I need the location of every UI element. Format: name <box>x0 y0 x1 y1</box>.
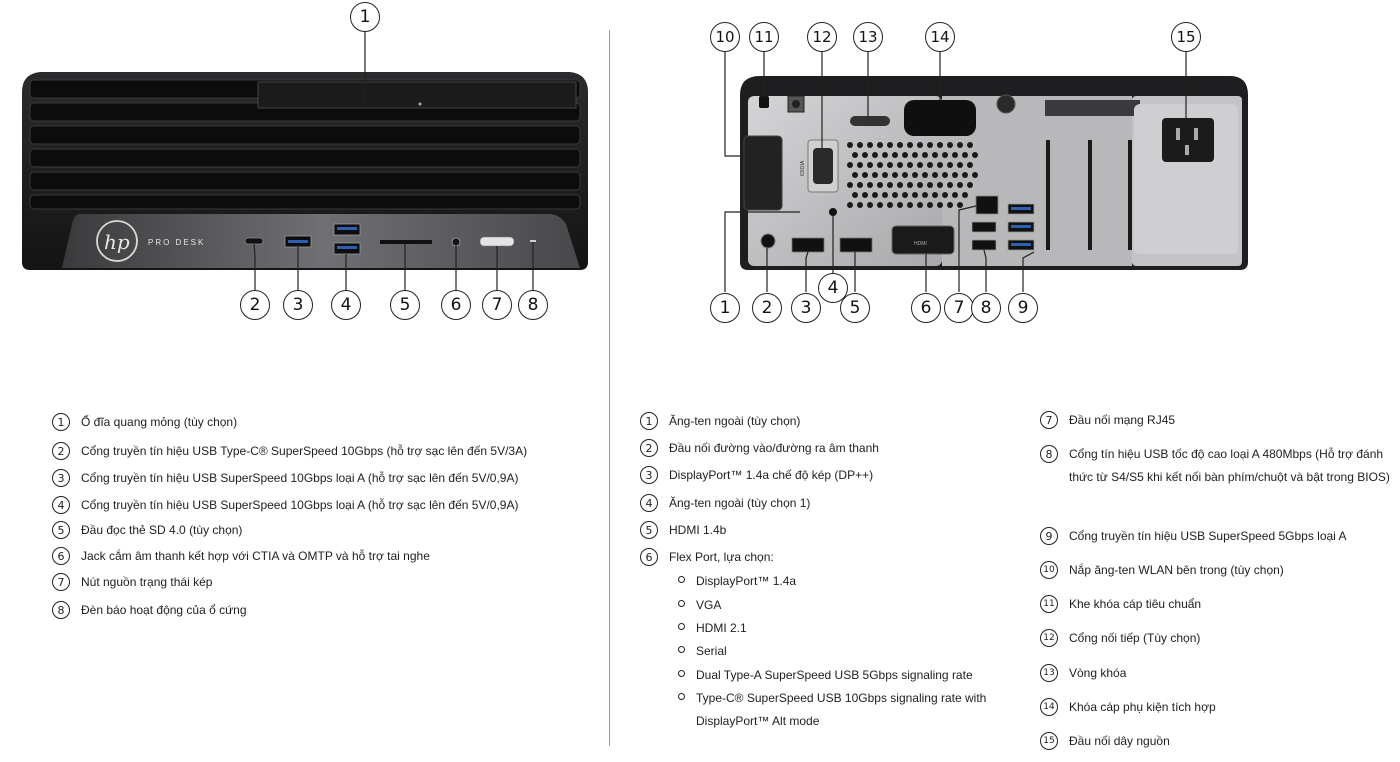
flex-port-option: Dual Type-A SuperSpeed USB 5Gbps signali… <box>678 664 1008 687</box>
rear-legend-item: 11 Khe khóa cáp tiêu chuẩn <box>1040 593 1396 616</box>
front-legend-item: 6 Jack cắm âm thanh kết hợp với CTIA và … <box>52 545 592 568</box>
bullet-icon <box>678 600 685 607</box>
front-legend-item: 2 Cổng truyền tín hiệu USB Type-C® Super… <box>52 440 592 463</box>
flex-port-option: Type-C® SuperSpeed USB 10Gbps signaling … <box>678 687 998 733</box>
rear-callout-5: 5 <box>840 293 870 323</box>
flex-port-option: HDMI 2.1 <box>678 617 1008 640</box>
rear-callout-8: 8 <box>971 293 1001 323</box>
bullet-icon <box>678 576 685 583</box>
front-callout-1: 1 <box>350 2 380 32</box>
rear-legend-item: 6 Flex Port, lựa chọn: <box>640 546 1020 569</box>
bullet-icon <box>678 670 685 677</box>
front-callout-7: 7 <box>482 290 512 320</box>
rear-legend-item: 3 DisplayPort™ 1.4a chế độ kép (DP++) <box>640 464 1020 487</box>
rear-callout-3: 3 <box>791 293 821 323</box>
section-divider <box>609 30 610 746</box>
rear-legend-item: 1 Ăng-ten ngoài (tùy chọn) <box>640 410 1020 433</box>
front-legend-item: 7 Nút nguồn trạng thái kép <box>52 571 592 594</box>
rear-callout-14: 14 <box>925 22 955 52</box>
rear-legend-item: 2 Đầu nối đường vào/đường ra âm thanh <box>640 437 1020 460</box>
front-legend-item: 3 Cổng truyền tín hiệu USB SuperSpeed 10… <box>52 467 592 490</box>
flex-port-option: DisplayPort™ 1.4a <box>678 570 1008 593</box>
rear-legend-item: 15 Đầu nối dây nguồn <box>1040 730 1396 753</box>
front-legend-item: 4 Cổng truyền tín hiệu USB SuperSpeed 10… <box>52 494 592 517</box>
rear-legend-item: 12 Cổng nối tiếp (Tùy chọn) <box>1040 627 1396 650</box>
front-legend-item: 5 Đầu đọc thẻ SD 4.0 (tùy chọn) <box>52 519 592 542</box>
front-callout-5: 5 <box>390 290 420 320</box>
rear-callout-9: 9 <box>1008 293 1038 323</box>
front-legend-item: 1 Ổ đĩa quang mỏng (tùy chọn) <box>52 411 592 434</box>
front-view-illustration: hp PRO DESK <box>22 30 588 290</box>
front-callout-8: 8 <box>518 290 548 320</box>
front-legend-item: 8 Đèn báo hoạt động của ổ cứng <box>52 599 592 622</box>
rear-callout-12: 12 <box>807 22 837 52</box>
rear-legend-item: 4 Ăng-ten ngoài (tùy chọn 1) <box>640 492 1020 515</box>
model-label: PRO DESK <box>148 238 205 247</box>
bullet-icon <box>678 693 685 700</box>
hp-logo-text: hp <box>104 230 130 254</box>
rear-callout-6: 6 <box>911 293 941 323</box>
bullet-icon <box>678 623 685 630</box>
rear-callout-2: 2 <box>752 293 782 323</box>
rear-legend-item: 13 Vòng khóa <box>1040 662 1396 685</box>
rear-callout-13: 13 <box>853 22 883 52</box>
rear-legend-item: 8 Cổng tín hiệu USB tốc độ cao loại A 48… <box>1040 443 1396 489</box>
rear-legend-item: 10 Nắp ăng-ten WLAN bên trong (tùy chọn) <box>1040 559 1396 582</box>
rear-legend-item: 9 Cổng truyền tín hiệu USB SuperSpeed 5G… <box>1040 525 1396 548</box>
rear-legend-item: 14 Khóa cáp phụ kiện tích hợp <box>1040 696 1396 719</box>
rear-view-illustration: IOIOIA HDMI <box>724 50 1248 292</box>
flex-port-option: VGA <box>678 594 1008 617</box>
front-callout-4: 4 <box>331 290 361 320</box>
front-callout-2: 2 <box>240 290 270 320</box>
rear-legend-item: 5 HDMI 1.4b <box>640 519 1020 542</box>
rear-callout-10: 10 <box>710 22 740 52</box>
front-callout-6: 6 <box>441 290 471 320</box>
serial-port-label: IOIOIA <box>800 160 806 176</box>
flex-port-option: Serial <box>678 640 1008 663</box>
rear-callout-1: 1 <box>710 293 740 323</box>
rear-callout-11: 11 <box>749 22 779 52</box>
rear-callout-7: 7 <box>944 293 974 323</box>
front-callout-3: 3 <box>283 290 313 320</box>
rear-callout-15: 15 <box>1171 22 1201 52</box>
rear-legend-item: 7 Đầu nối mạng RJ45 <box>1040 409 1396 432</box>
flex-port-label: HDMI <box>914 241 927 247</box>
bullet-icon <box>678 646 685 653</box>
